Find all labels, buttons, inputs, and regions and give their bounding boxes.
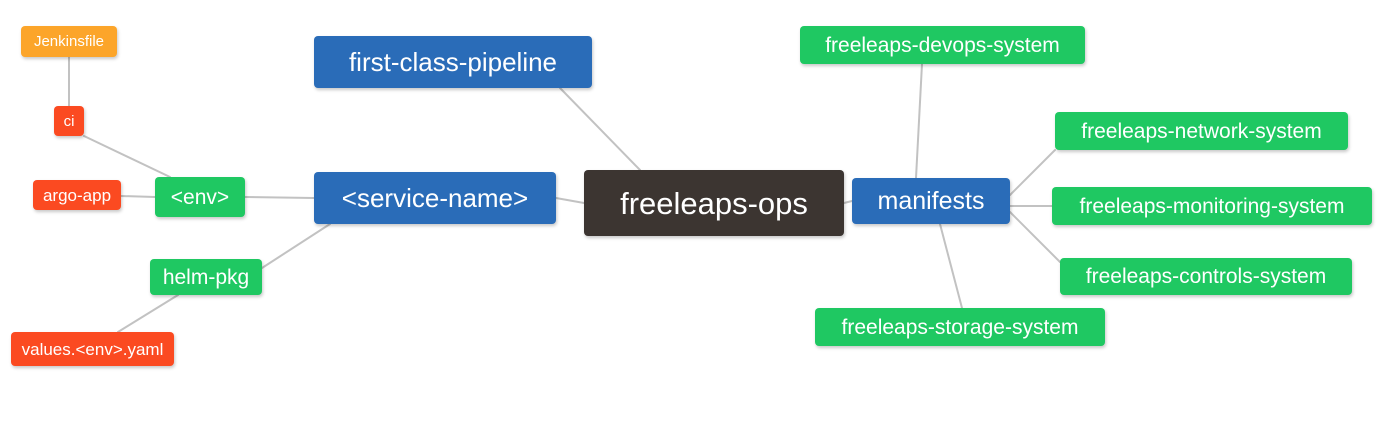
- node-helm-pkg[interactable]: helm-pkg: [150, 259, 262, 295]
- node-label-jenkinsfile: Jenkinsfile: [33, 33, 105, 50]
- edge-env-to-ci: [83, 135, 171, 178]
- node-label-first-class-pipeline: first-class-pipeline: [348, 47, 558, 77]
- node-label-helm-pkg: helm-pkg: [162, 265, 250, 289]
- edge-helm-pkg-to-values-env-yaml: [117, 294, 179, 333]
- node-label-freeleaps-monitoring-system: freeleaps-monitoring-system: [1079, 194, 1345, 218]
- node-freeleaps-monitoring-system[interactable]: freeleaps-monitoring-system: [1052, 187, 1372, 225]
- node-label-env: <env>: [170, 185, 230, 209]
- edge-manifests-to-freeleaps-network-system: [1009, 149, 1056, 196]
- node-label-values-env-yaml: values.<env>.yaml: [21, 339, 164, 359]
- node-label-ci: ci: [63, 112, 75, 130]
- node-label-freeleaps-controls-system: freeleaps-controls-system: [1085, 265, 1327, 288]
- edge-manifests-to-freeleaps-devops-system: [915, 63, 923, 179]
- node-freeleaps-ops[interactable]: freeleaps-ops: [584, 170, 844, 236]
- node-label-service-name: <service-name>: [341, 183, 529, 213]
- node-label-manifests: manifests: [877, 186, 985, 215]
- node-manifests[interactable]: manifests: [852, 178, 1010, 224]
- node-first-class-pipeline[interactable]: first-class-pipeline: [314, 36, 592, 88]
- node-label-freeleaps-network-system: freeleaps-network-system: [1081, 119, 1322, 143]
- edge-freeleaps-ops-to-manifests: [843, 200, 853, 204]
- edge-service-name-to-env: [244, 196, 315, 199]
- edge-freeleaps-ops-to-first-class-pipeline: [559, 87, 641, 171]
- node-env[interactable]: <env>: [155, 177, 245, 217]
- node-values-env-yaml[interactable]: values.<env>.yaml: [11, 332, 174, 366]
- node-freeleaps-storage-system[interactable]: freeleaps-storage-system: [815, 308, 1105, 346]
- node-label-freeleaps-devops-system: freeleaps-devops-system: [825, 33, 1060, 57]
- node-argo-app[interactable]: argo-app: [33, 180, 121, 210]
- node-label-freeleaps-storage-system: freeleaps-storage-system: [841, 315, 1079, 339]
- node-label-freeleaps-ops: freeleaps-ops: [620, 185, 808, 221]
- edge-manifests-to-freeleaps-storage-system: [939, 223, 963, 309]
- node-freeleaps-devops-system[interactable]: freeleaps-devops-system: [800, 26, 1085, 64]
- edge-env-to-argo-app: [120, 195, 156, 198]
- node-freeleaps-network-system[interactable]: freeleaps-network-system: [1055, 112, 1348, 150]
- node-service-name[interactable]: <service-name>: [314, 172, 556, 224]
- node-label-argo-app: argo-app: [42, 185, 112, 205]
- node-jenkinsfile[interactable]: Jenkinsfile: [21, 26, 117, 57]
- edge-service-name-to-helm-pkg: [261, 223, 331, 269]
- node-freeleaps-controls-system[interactable]: freeleaps-controls-system: [1060, 258, 1352, 295]
- node-ci[interactable]: ci: [54, 106, 84, 136]
- edge-freeleaps-ops-to-service-name: [555, 197, 585, 204]
